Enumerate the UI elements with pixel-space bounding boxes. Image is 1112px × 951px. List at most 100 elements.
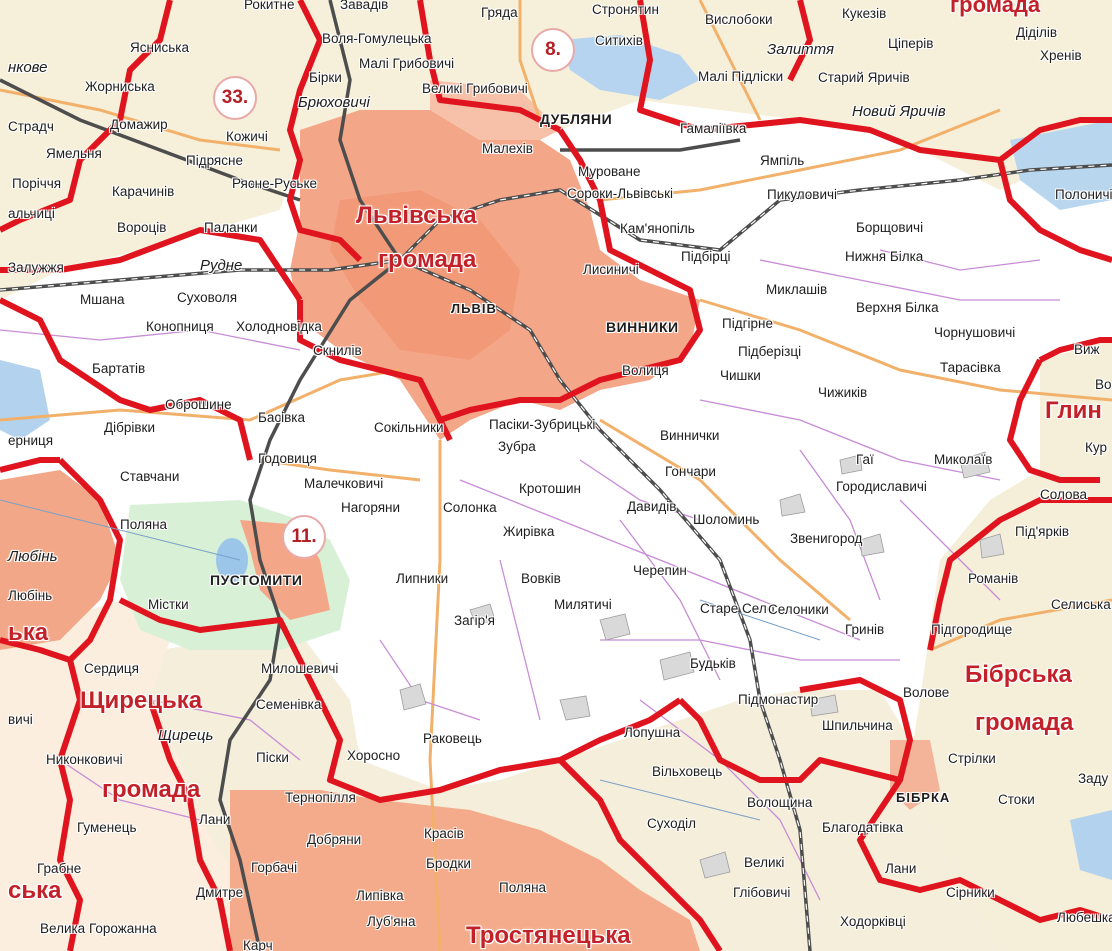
place-khorosno: Хоросно xyxy=(347,748,401,763)
place-solonka: Солонка xyxy=(443,500,497,515)
place-hamaliivka: Гамаліївка xyxy=(680,121,747,136)
place-vilkhovets: Вільховець xyxy=(652,764,723,779)
place-pidiarkiv: Під'ярків xyxy=(1015,524,1070,539)
place-karch: Карч xyxy=(243,938,273,951)
place-kholodnovidka: Холодновідка xyxy=(236,319,322,334)
place-honchary: Гончари xyxy=(665,464,716,479)
place-vynnychky: Виннички xyxy=(660,428,720,443)
place-pidhirne: Підгірне xyxy=(722,316,773,331)
place-kur: Кур xyxy=(1085,440,1107,455)
place-zavadiv: Завадів xyxy=(340,0,389,12)
place-basivka: Басівка xyxy=(258,410,305,425)
place-vovkiv: Вовків xyxy=(521,571,561,586)
place-horbachi: Горбачі xyxy=(251,860,298,875)
place-bartativ: Бартатів xyxy=(92,361,146,376)
place-sokilnyky: Сокільники xyxy=(374,420,444,435)
place-lany: Лани xyxy=(199,812,231,827)
place-serdytsia: Сердиця xyxy=(84,661,139,676)
place-lypnyky: Липники xyxy=(396,571,449,586)
place-pidmonastyr: Підмонастир xyxy=(738,692,819,707)
place-dmytre: Дмитре xyxy=(196,885,244,900)
place-cherepyn: Черепин xyxy=(633,563,687,578)
place-yasniska: Ясниська xyxy=(130,40,189,55)
place-stroniatyn: Стронятин xyxy=(592,2,659,17)
place-sukhovolia: Суховоля xyxy=(177,290,238,305)
place-krasiv: Красів xyxy=(424,826,464,841)
place-hai: Гаї xyxy=(856,452,874,467)
place-sirnyky: Сірники xyxy=(946,885,995,900)
place-vo: Во xyxy=(1095,377,1112,392)
place-vyslobky: Вислобоки xyxy=(705,12,773,27)
place-lopushna: Лопушна xyxy=(624,725,681,740)
lake-southeast xyxy=(1070,810,1112,880)
place-valnytsi: альчиці xyxy=(8,206,55,221)
place-velyki: Великі xyxy=(744,855,785,870)
lake-north xyxy=(560,35,700,100)
place-krotoshyn: Кротошин xyxy=(519,481,581,496)
place-romaniv: Романів xyxy=(968,571,1019,586)
place-selonyky: Селоники xyxy=(768,602,829,617)
place-myliatychi: Милятичі xyxy=(554,597,612,612)
bibrka-urban xyxy=(890,740,940,810)
place-liubin-2: Любінь xyxy=(8,588,53,603)
place-hlibovychi: Глібовичі xyxy=(733,885,791,900)
place-kukeziv: Кукезів xyxy=(842,6,887,21)
hromada-label-hlyn: Глин xyxy=(1045,397,1102,424)
route-badge-33: 33. xyxy=(213,76,257,120)
place-nkove: нкове xyxy=(8,59,48,76)
place-budkiv: Будьків xyxy=(690,656,736,671)
place-zubra: Зубра xyxy=(498,439,536,454)
place-obroshyne: Оброшине xyxy=(165,397,232,412)
place-rudne: Рудне xyxy=(200,257,243,274)
place-hriada: Гряда xyxy=(481,5,518,20)
place-chyzhykiv: Чижиків xyxy=(818,385,868,400)
place-shollomyn: Шоломинь xyxy=(693,512,760,527)
place-poliana: Поляна xyxy=(120,517,168,532)
place-volove: Волове xyxy=(903,685,950,700)
place-sukhodil: Суходіл xyxy=(647,816,697,831)
place-zaluzhzhia: Залужжя xyxy=(8,260,64,275)
place-stavchany: Ставчани xyxy=(120,469,180,484)
place-volia-homuletska: Воля-Гомулецька xyxy=(322,31,432,46)
place-lviv[interactable]: ЛЬВІВ xyxy=(451,301,497,316)
place-hryniv: Гринів xyxy=(845,622,885,637)
place-mali-pidlisky: Малі Підліски xyxy=(698,69,784,84)
place-yamelnia: Ямельня xyxy=(46,146,102,161)
place-ternopillia: Тернопілля xyxy=(285,790,356,805)
place-novyi-yarychiv: Новий Яричів xyxy=(852,103,946,120)
place-zahiria: Загір'я xyxy=(454,613,495,628)
place-shpylchyna: Шпильчина xyxy=(822,718,893,733)
hromada-label-ska: ська xyxy=(8,877,62,904)
place-stradch: Страдч xyxy=(8,119,54,134)
place-porichchia: Поріччя xyxy=(12,176,62,191)
hromada-label-bibrka-2: громада xyxy=(975,709,1074,736)
place-hodovytsia: Годовиця xyxy=(258,451,317,466)
place-borshchovychi: Борщовичі xyxy=(856,220,924,235)
place-sknyliv: Скнилів xyxy=(313,343,362,358)
place-selyska: Селиська xyxy=(1051,597,1111,612)
hromada-label-lviv-2: громада xyxy=(378,246,477,273)
place-vyzh: Виж xyxy=(1074,342,1100,357)
hromada-label-top: громада xyxy=(950,0,1041,17)
place-mykolaiv: Миколаїв xyxy=(934,452,993,467)
place-velyki-hrybovychi: Великі Грибовичі xyxy=(422,81,528,96)
place-nyzhnia-bilka: Нижня Білка xyxy=(845,249,924,264)
place-ernytsia: ерниця xyxy=(8,433,54,448)
place-sytykhiv: Ситихів xyxy=(595,33,643,48)
place-dobriany: Добряни xyxy=(307,832,362,847)
place-velyka-horozhanna: Велика Горожанна xyxy=(40,921,157,936)
hromada-label-shchyrets-1: Щирецька xyxy=(80,687,203,714)
place-lany-2: Лани xyxy=(885,861,917,876)
place-murovane: Муроване xyxy=(578,164,641,179)
place-chornushovychi: Чорнушовичі xyxy=(934,325,1016,340)
place-poliana-2: Поляна xyxy=(499,880,547,895)
place-liubeshka: Любешка xyxy=(1057,910,1112,925)
place-pidhorodyshche: Підгородище xyxy=(931,622,1013,637)
place-stare-selo: Старе Село xyxy=(700,601,775,616)
place-pustomyty: ПУСТОМИТИ xyxy=(210,572,303,588)
place-tarasivka: Тарасівка xyxy=(940,360,1001,375)
lake-northeast xyxy=(1010,120,1112,210)
place-kozhychi: Кожичі xyxy=(226,129,268,144)
place-lubiana: Луб'яна xyxy=(367,914,416,929)
